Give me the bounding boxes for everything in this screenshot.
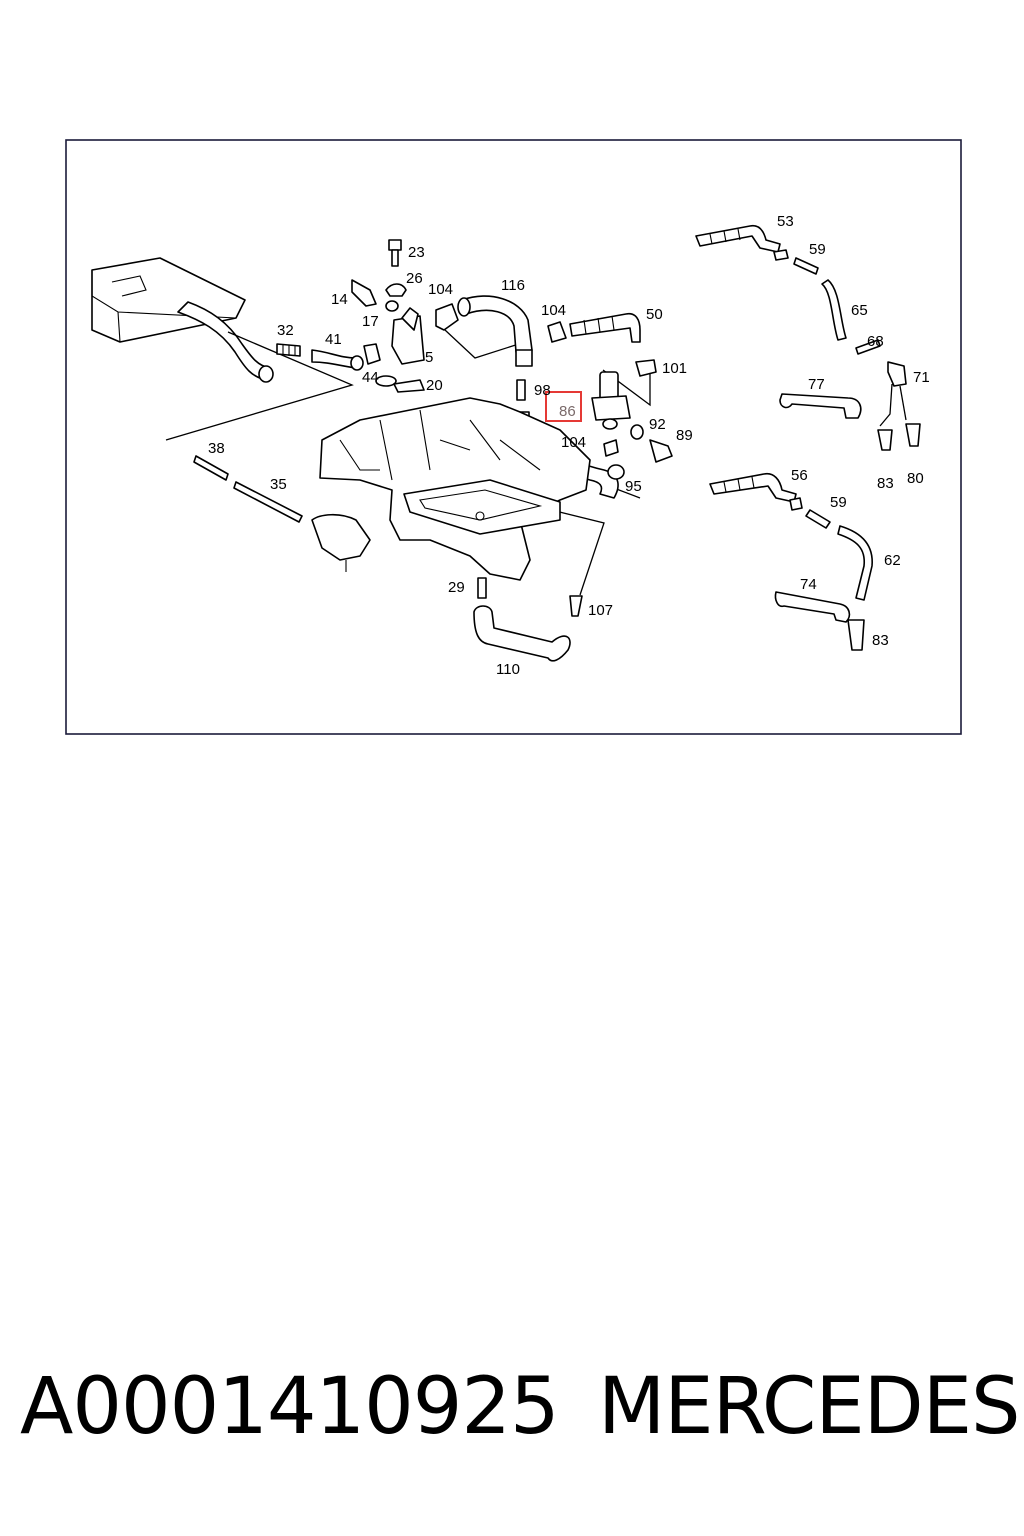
hose-50 <box>547 312 657 377</box>
callout-32: 32 <box>277 322 294 339</box>
part-number: A0001410925 <box>20 1362 560 1452</box>
callout-92: 92 <box>649 416 666 433</box>
intake-manifold <box>311 397 591 581</box>
callout-98: 98 <box>534 382 551 399</box>
callout-53: 53 <box>777 213 794 230</box>
callout-65: 65 <box>851 302 868 319</box>
callout-116: 116 <box>501 277 525 294</box>
callout-104: 104 <box>541 302 566 319</box>
callout-5: 5 <box>425 349 433 366</box>
right-lower-hoses <box>709 472 873 651</box>
callout-35: 35 <box>270 476 287 493</box>
brand-name: MERCEDES <box>598 1362 1020 1452</box>
callout-59: 59 <box>830 494 847 511</box>
callout-89: 89 <box>676 427 693 444</box>
callout-23: 23 <box>408 244 425 261</box>
callout-77: 77 <box>808 376 825 393</box>
callout-17: 17 <box>362 313 379 330</box>
callout-29: 29 <box>448 579 465 596</box>
diagram-frame <box>65 139 962 735</box>
highlight-box <box>545 391 582 422</box>
callout-26: 26 <box>406 270 423 287</box>
hose-110 <box>473 577 583 662</box>
callout-38: 38 <box>208 440 225 457</box>
callout-83: 83 <box>872 632 889 649</box>
valve-assembly <box>351 239 459 393</box>
callout-41: 41 <box>325 331 342 348</box>
pipes-38-35 <box>193 455 303 523</box>
callout-86: 86 <box>559 403 576 420</box>
callout-101: 101 <box>662 360 687 377</box>
callout-107: 107 <box>588 602 613 619</box>
callout-83: 83 <box>877 475 894 492</box>
callout-68: 68 <box>867 333 884 350</box>
hose-116 <box>457 295 533 367</box>
callout-62: 62 <box>884 552 901 569</box>
callout-44: 44 <box>362 369 379 386</box>
callout-110: 110 <box>496 661 520 678</box>
valve-86 <box>591 371 673 463</box>
callout-56: 56 <box>791 467 808 484</box>
fittings-left <box>276 343 397 387</box>
callout-14: 14 <box>331 291 348 308</box>
callout-80: 80 <box>907 470 924 487</box>
callout-50: 50 <box>646 306 663 323</box>
callout-59: 59 <box>809 241 826 258</box>
callout-104: 104 <box>561 434 586 451</box>
callout-74: 74 <box>800 576 817 593</box>
callout-20: 20 <box>426 377 443 394</box>
callout-95: 95 <box>625 478 642 495</box>
hose-cover <box>177 301 274 383</box>
callout-104: 104 <box>428 281 453 298</box>
callout-71: 71 <box>913 369 930 386</box>
callout-labels: 23 26 14 104 116 104 50 17 32 41 5 44 20… <box>208 213 930 678</box>
right-upper-hoses <box>695 224 921 451</box>
